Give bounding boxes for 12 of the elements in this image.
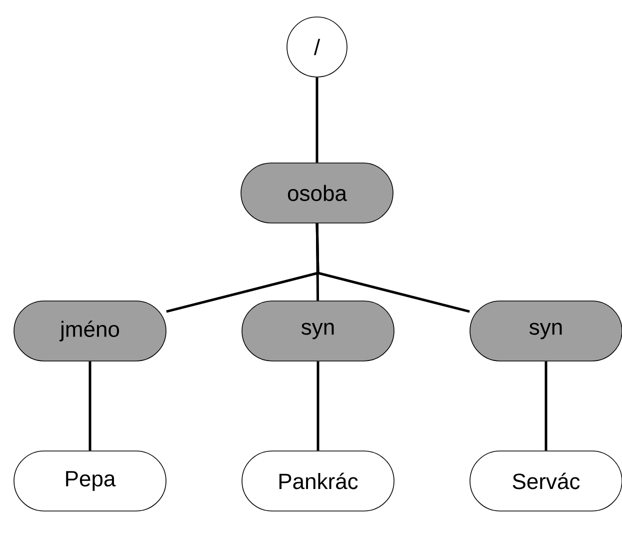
text-box: Pankrác	[242, 450, 394, 512]
connector-line	[544, 361, 548, 451]
connector-line	[316, 77, 318, 163]
element-box: syn	[470, 300, 622, 362]
element-box: jméno	[14, 300, 166, 362]
element-box: syn	[242, 300, 394, 362]
connector-line	[316, 223, 470, 313]
connector-line	[88, 361, 92, 451]
element-box: osoba	[240, 162, 394, 224]
text-box: Pepa	[14, 450, 166, 512]
connector-line	[316, 361, 320, 451]
text-box: Servác	[470, 450, 622, 512]
